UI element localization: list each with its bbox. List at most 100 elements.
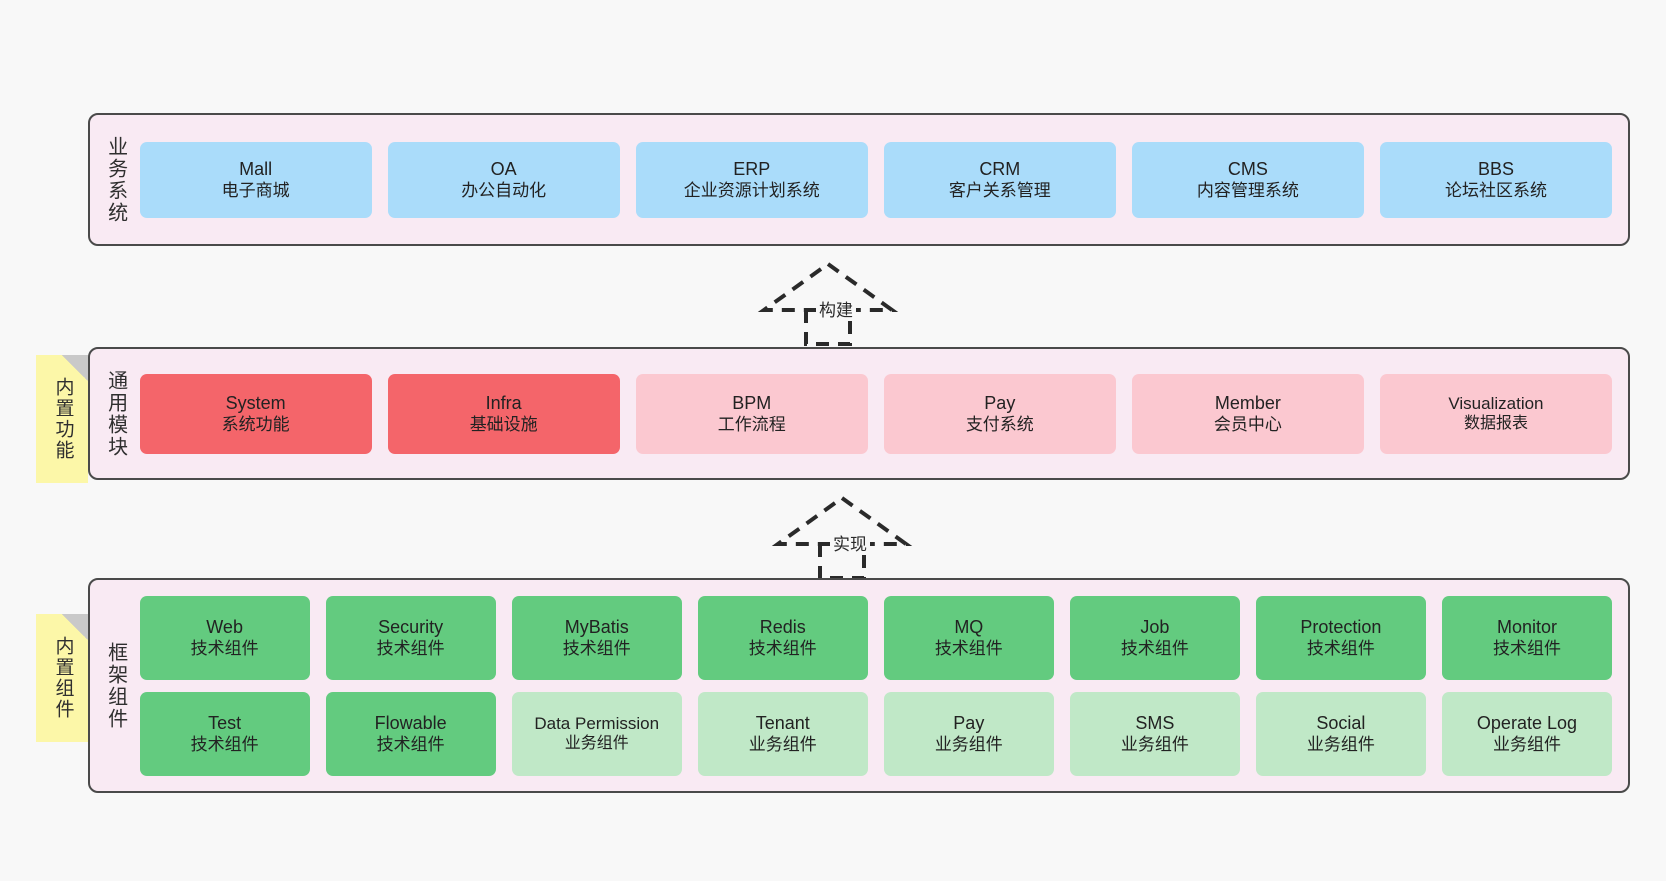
component-card-title: Web [206, 616, 243, 637]
component-card-subtitle: 办公自动化 [461, 181, 547, 201]
page-fold-corner-icon [62, 355, 88, 381]
component-card-subtitle: 业务组件 [748, 735, 817, 755]
component-card-title: Visualization [1448, 393, 1544, 413]
component-card-subtitle: 企业资源计划系统 [683, 181, 820, 201]
layer-title-framework-components: 框架组件 [104, 641, 127, 730]
component-card-subtitle: 电子商城 [221, 181, 290, 201]
component-card-subtitle: 基础设施 [469, 415, 538, 435]
component-card-title: Redis [759, 616, 806, 637]
component-card-subtitle: 技术组件 [934, 639, 1003, 659]
page-fold-corner-icon [62, 614, 88, 640]
component-card-title: Protection [1300, 616, 1382, 637]
component-card-subtitle: 论坛社区系统 [1444, 181, 1547, 201]
layer-title-business-systems: 业务系统 [104, 135, 127, 224]
component-card-subtitle: 技术组件 [1120, 639, 1189, 659]
component-card-title: Data Permission [534, 713, 660, 733]
component-card-subtitle: 技术组件 [1492, 639, 1561, 659]
component-card-subtitle: 技术组件 [562, 639, 631, 659]
component-card-title: Social [1316, 712, 1366, 733]
component-card-title: Test [208, 712, 242, 733]
component-card-title: Member [1214, 392, 1281, 413]
component-card-subtitle: 系统功能 [221, 415, 290, 435]
component-card[interactable]: Data Permission 业务组件 [511, 691, 682, 776]
component-card-title: ERP [733, 158, 771, 179]
arrow-implement-label: 实现 [830, 530, 870, 555]
arrow-implement: 实现 [771, 492, 913, 580]
component-card-subtitle: 支付系统 [965, 415, 1034, 435]
component-card-title: Mall [239, 158, 273, 179]
component-card-title: SMS [1135, 712, 1175, 733]
component-card-subtitle: 业务组件 [1492, 735, 1561, 755]
component-card-title: Security [378, 616, 444, 637]
component-card-title: CRM [979, 158, 1021, 179]
arrow-build: 构建 [757, 258, 899, 346]
component-card-subtitle: 数据报表 [1463, 415, 1528, 433]
component-card-subtitle: 业务组件 [564, 735, 629, 753]
component-card-subtitle: 客户关系管理 [948, 181, 1051, 201]
component-card-title: BBS [1477, 158, 1514, 179]
layer-title-common-modules: 通用模块 [104, 369, 127, 458]
component-card-subtitle: 内容管理系统 [1196, 181, 1299, 201]
component-card-title: Pay [953, 712, 985, 733]
component-card-title: Job [1140, 616, 1170, 637]
component-card-subtitle: 技术组件 [190, 639, 259, 659]
sticky-note-builtin-components: 内置组件 [36, 614, 88, 742]
component-card-title: System [225, 392, 286, 413]
sticky-note-builtin-functions-label: 内置功能 [52, 377, 74, 461]
sticky-note-builtin-components-label: 内置组件 [52, 636, 74, 720]
component-card[interactable]: Visualization 数据报表 [1379, 373, 1612, 454]
component-card-subtitle: 业务组件 [1306, 735, 1375, 755]
component-card-subtitle: 会员中心 [1213, 415, 1282, 435]
component-card-subtitle: 业务组件 [934, 735, 1003, 755]
component-card-subtitle: 技术组件 [376, 639, 445, 659]
component-card-title: BPM [732, 392, 772, 413]
component-card-title: CMS [1227, 158, 1268, 179]
arrow-build-label: 构建 [816, 296, 856, 321]
component-card-title: Flowable [374, 712, 447, 733]
component-card-title: Monitor [1496, 616, 1557, 637]
component-card-title: Pay [984, 392, 1016, 413]
component-card-title: OA [490, 158, 517, 179]
component-card-subtitle: 业务组件 [1120, 735, 1189, 755]
component-card-title: Tenant [755, 712, 810, 733]
component-card-title: MyBatis [564, 616, 629, 637]
component-card-subtitle: 技术组件 [748, 639, 817, 659]
component-card-subtitle: 工作流程 [717, 415, 786, 435]
sticky-note-builtin-functions: 内置功能 [36, 355, 88, 483]
component-card-subtitle: 技术组件 [1306, 639, 1375, 659]
component-card-title: MQ [954, 616, 984, 637]
